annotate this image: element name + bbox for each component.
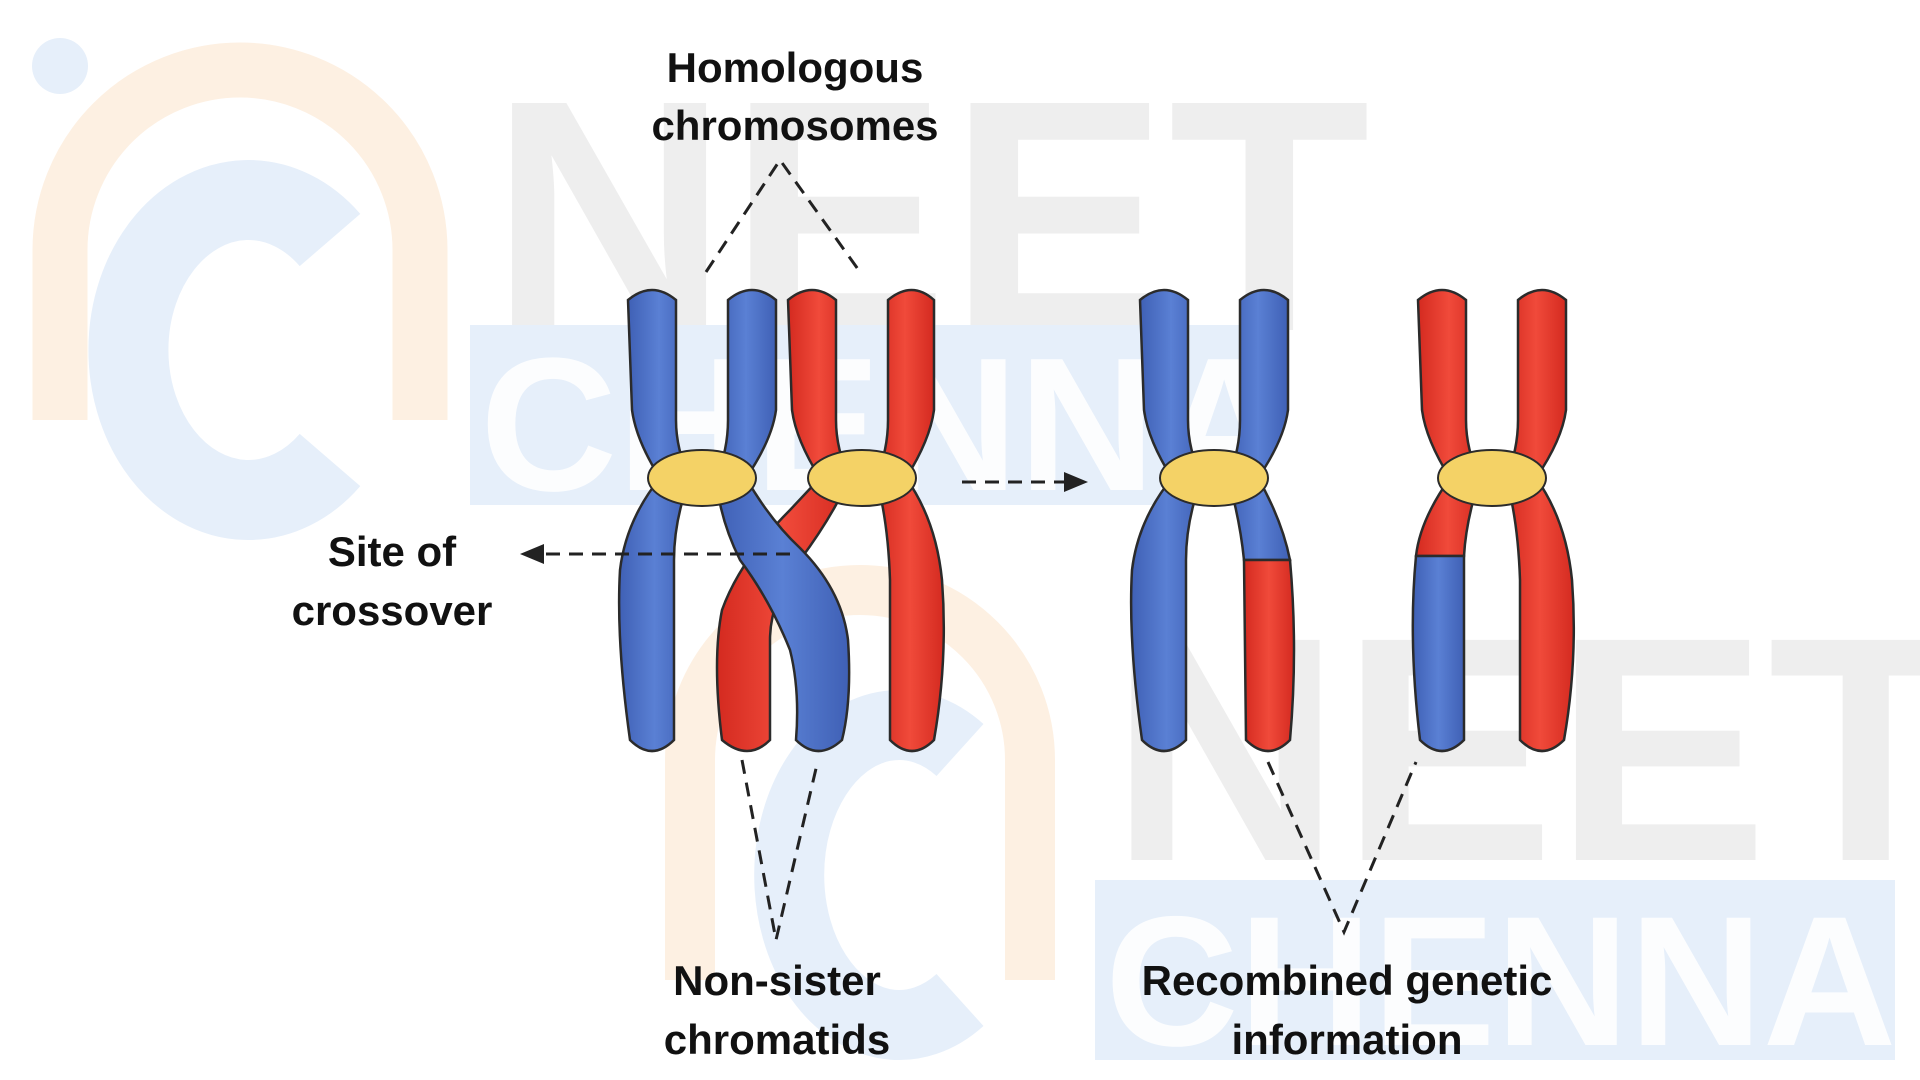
- recombined-pointer-line: [1266, 761, 1418, 936]
- site-of-crossover-label-line2: crossover: [292, 587, 493, 634]
- nonsister-label-line1: Non-sister: [673, 957, 881, 1004]
- blue-chromosome: [617, 288, 778, 753]
- recombined-blue-upper-right: [1226, 288, 1290, 480]
- site-of-crossover-arrowhead: [520, 544, 544, 564]
- centromere-red: [807, 449, 917, 507]
- recombined-centromere-blue: [1159, 449, 1269, 507]
- recombined-label-line2: information: [1232, 1016, 1463, 1063]
- annotation-lines: [538, 157, 1418, 941]
- red-chromatid-upper-right: [874, 288, 936, 480]
- recombined-red-lower-right: [1504, 476, 1576, 753]
- blue-chromatid-lower-left: [617, 476, 692, 753]
- centromere-blue: [647, 449, 757, 507]
- red-chromatid-lower-right: [874, 476, 946, 753]
- homologous-label-line1: Homologous: [667, 44, 924, 91]
- recombined-blue-lower-right-red-part: [1242, 558, 1296, 753]
- nonsister-label-line2: chromatids: [664, 1016, 890, 1063]
- nonsister-pointer-line: [740, 759, 820, 941]
- watermark-c-letter: [88, 160, 361, 540]
- recombined-red-upper-right: [1504, 288, 1568, 480]
- homologous-pair: [617, 288, 946, 753]
- recombined-label-line1: Recombined genetic: [1142, 957, 1553, 1004]
- red-chromosome: [786, 288, 946, 753]
- site-of-crossover-label-line1: Site of: [328, 528, 457, 575]
- recombined-pair: [1129, 288, 1576, 753]
- blue-chromatid-upper-right: [714, 288, 778, 480]
- watermark-logo-top: [32, 38, 448, 540]
- recombined-red-upper-left: [1416, 288, 1483, 480]
- labels: Homologous chromosomes Site of crossover…: [292, 44, 1553, 1063]
- recombined-red-lower-left-blue-part: [1411, 554, 1466, 753]
- watermark-text-top-2: NEET: [1110, 570, 1920, 928]
- recombined-chromosome-blue: [1129, 288, 1296, 753]
- blue-crossed-chromatid: [714, 476, 851, 753]
- red-crossed-chromatid: [715, 476, 852, 753]
- recombined-blue-lower-left: [1129, 476, 1204, 753]
- watermark-arch: [32, 42, 448, 420]
- watermark-arch-2: [665, 565, 1055, 980]
- recombined-centromere-red: [1437, 449, 1547, 507]
- recombined-chromosome-red: [1411, 288, 1576, 753]
- watermark-text-bottom-2: CHENNAI: [1105, 879, 1920, 1080]
- transition-arrowhead: [1064, 472, 1088, 492]
- watermark-dot: [32, 38, 88, 94]
- homologous-label-line2: chromosomes: [651, 102, 938, 149]
- watermark-band-bottom: [1095, 880, 1895, 1060]
- watermark: NEET CHENNAI NEET CHENNAI: [32, 31, 1920, 1080]
